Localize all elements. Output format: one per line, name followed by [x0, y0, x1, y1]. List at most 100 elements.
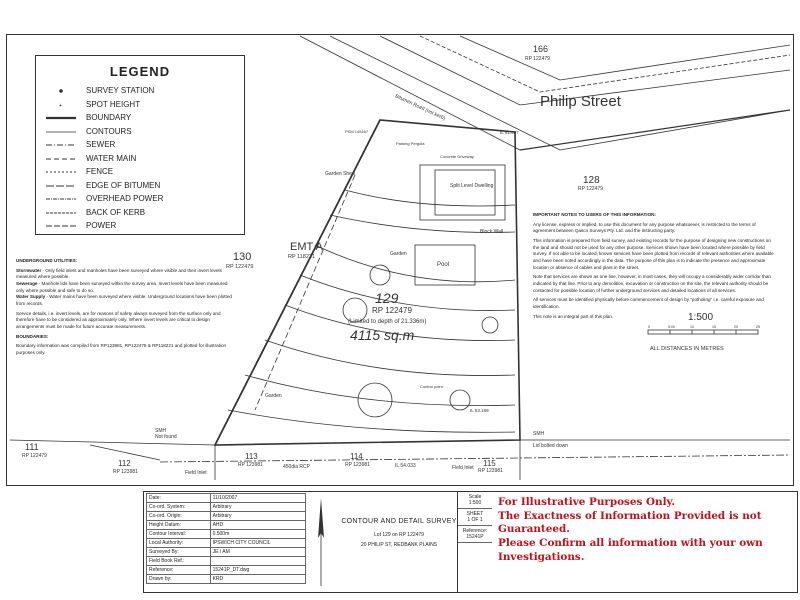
disclaimer-line-3: Guaranteed. — [498, 523, 570, 536]
boundaries-heading: BOUNDARIES: — [16, 333, 49, 339]
info-key: Surveyed By: — [146, 547, 211, 557]
boundary-line-icon — [46, 116, 76, 120]
rp-129-label: RP 122479 — [372, 306, 412, 315]
sewer-line-icon — [46, 144, 76, 146]
contour-line — [227, 409, 516, 433]
street-name: Philip Street — [540, 93, 622, 110]
title-block-cells: Scale 1:500 SHEET 1 OF 1 Reference: 1524… — [457, 492, 492, 592]
water-supply-text: - Water mains have been surveyed where v… — [16, 294, 232, 306]
info-value: Arbitrary — [209, 511, 307, 521]
water-supply-label: Water Supply — [16, 294, 46, 300]
info-value: 11/10/2007 — [209, 493, 307, 503]
overhead-power-icon — [46, 198, 76, 200]
reference-cell-value: 15241P — [466, 534, 484, 540]
survey-address: 20 PHILIP ST, REDBANK PLAINS — [360, 542, 438, 548]
lot-129-boundary — [213, 119, 521, 446]
scale-ratio: 1:500 — [688, 312, 713, 323]
info-key: Contour Interval: — [146, 529, 211, 539]
legend-item: FENCE — [46, 167, 236, 178]
contour-line — [314, 244, 516, 283]
easement-line — [254, 174, 356, 411]
legend-item-label: SURVEY STATION — [86, 86, 155, 95]
info-value: KRD — [209, 574, 307, 584]
scale-cell-value: 1:500 — [468, 500, 482, 506]
back-of-kerb-icon — [46, 212, 76, 213]
rp-115-label: RP 123981 — [478, 468, 503, 474]
stormwater-label: Stormwater — [16, 267, 42, 273]
svg-text:+: + — [59, 103, 62, 107]
info-row: Reference:15241P_DT.dwg — [146, 565, 307, 575]
tree-symbol — [449, 389, 471, 411]
legend-item-label: BOUNDARY — [86, 113, 132, 122]
psm-label: PSM 145167 — [345, 129, 369, 134]
rcp-label: 450dia RCP — [283, 464, 311, 470]
dwelling-outline — [419, 164, 506, 221]
lot-130-label: 130 — [233, 251, 251, 263]
legend-item: WATER MAIN — [46, 154, 236, 165]
legend-item: POWER — [46, 221, 236, 232]
lot-area-label: 4115 sq.m — [350, 327, 415, 343]
info-row: Co-ord. Origin:Arbitrary — [146, 511, 307, 521]
garden-label: Garden — [390, 251, 407, 257]
info-key: Date: — [146, 493, 211, 503]
service-details-text: Service details, i.e. invert levels, are… — [16, 310, 221, 329]
boundaries-text: Boundary information was compiled from R… — [16, 343, 227, 355]
sheet-cell-label: SHEET — [466, 511, 484, 517]
underground-heading: UNDERGROUND UTILITIES: — [16, 258, 78, 263]
legend-item-label: SEWER — [86, 140, 116, 149]
info-row: Local Authority:IPSWICH CITY COUNCIL — [146, 538, 307, 548]
not-found-label: Not found — [155, 434, 177, 440]
legend-item: BOUNDARY — [46, 113, 236, 124]
lot-115-label: 115 — [483, 459, 496, 468]
reference-cell-label: Reference: — [462, 528, 488, 534]
contour-line — [344, 189, 516, 207]
dist-bottom-label: IL 54.033 — [395, 463, 416, 469]
sewerage-text: - Manhole lids have been surveyed within… — [16, 280, 228, 293]
info-value: JE / AM — [209, 547, 307, 557]
scale-cell: Scale 1:500 — [458, 492, 492, 509]
rp-166-label: RP 122479 — [525, 56, 550, 62]
sewerage-label: Sewerage — [16, 280, 38, 286]
field-inlet-left-label: Field Inlet — [185, 470, 207, 476]
contour-line — [299, 274, 516, 311]
scale-cell-label: Scale — [468, 494, 482, 500]
important-p4: All services must be identified physical… — [533, 297, 764, 309]
info-key: Reference: — [146, 565, 211, 575]
info-value: 15241P_DT.dwg — [209, 565, 307, 575]
info-value — [209, 556, 307, 566]
lot-128-label: 128 — [583, 175, 600, 186]
legend-item-label: SPOT HEIGHT — [86, 99, 141, 109]
pool-outline — [414, 244, 476, 286]
important-p1: Any license, express or implied, to use … — [533, 221, 756, 234]
info-key: Co-ord. Origin: — [146, 511, 211, 521]
legend-item: OVERHEAD POWER — [46, 194, 236, 205]
smh-right-label: SMH — [533, 431, 545, 437]
info-row: Date:11/10/2007 — [146, 493, 307, 503]
easement-label: EMT A — [290, 241, 323, 253]
tree-symbol — [369, 264, 391, 286]
lot-129-label: 129 — [375, 290, 399, 306]
tree-symbol — [342, 297, 368, 323]
north-arrow-icon — [318, 498, 324, 586]
info-key: Height Datum: — [146, 520, 211, 530]
important-p2: This information is prepared from field … — [533, 237, 774, 270]
legend-item: SURVEY STATION — [46, 86, 236, 97]
lot-113-label: 113 — [245, 452, 258, 461]
info-row: Height Datum:AHD — [146, 520, 307, 530]
scale-bar — [647, 329, 759, 335]
title-block-heading: CONTOUR AND DETAIL SURVEY Lot 129 on RP … — [339, 492, 459, 592]
street-line — [299, 35, 521, 151]
spot-height-icon: + — [59, 103, 62, 107]
important-notes: IMPORTANT NOTES TO USERS OF THIS INFORMA… — [533, 212, 778, 323]
rp-113-label: RP 123981 — [238, 462, 263, 468]
scale-tick-0: 0 — [648, 325, 650, 329]
lot-166-label: 166 — [533, 44, 548, 54]
legend-item: + SPOT HEIGHT — [46, 100, 236, 111]
rp-128-label: RP 122479 — [578, 186, 603, 192]
legend-item-label: BACK OF KERB — [86, 207, 146, 217]
stormwater-text: - Only field inlets and manholes have be… — [16, 267, 222, 280]
lot-114-label: 114 — [350, 452, 363, 461]
road-edge-line — [459, 35, 791, 81]
legend-item-label: EDGE OF BITUMEN — [86, 180, 161, 190]
